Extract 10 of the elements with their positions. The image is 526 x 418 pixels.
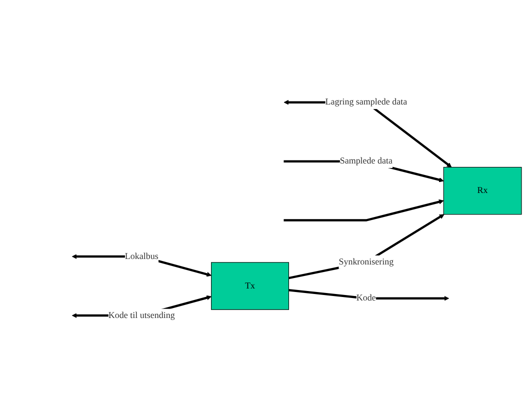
edge-label: Synkronisering [338, 257, 394, 267]
edge-label: Samplede data [340, 156, 392, 166]
block-box: Tx [211, 262, 289, 310]
edge-label: Lagring samplede data [325, 97, 408, 107]
arrow [288, 289, 450, 301]
edge-label: Kode til utsending [108, 310, 175, 320]
arrow [284, 199, 444, 222]
edge-label: Lokalbus [124, 252, 158, 262]
edge-label: Kode [356, 293, 376, 303]
block-box: Rx [443, 167, 522, 215]
